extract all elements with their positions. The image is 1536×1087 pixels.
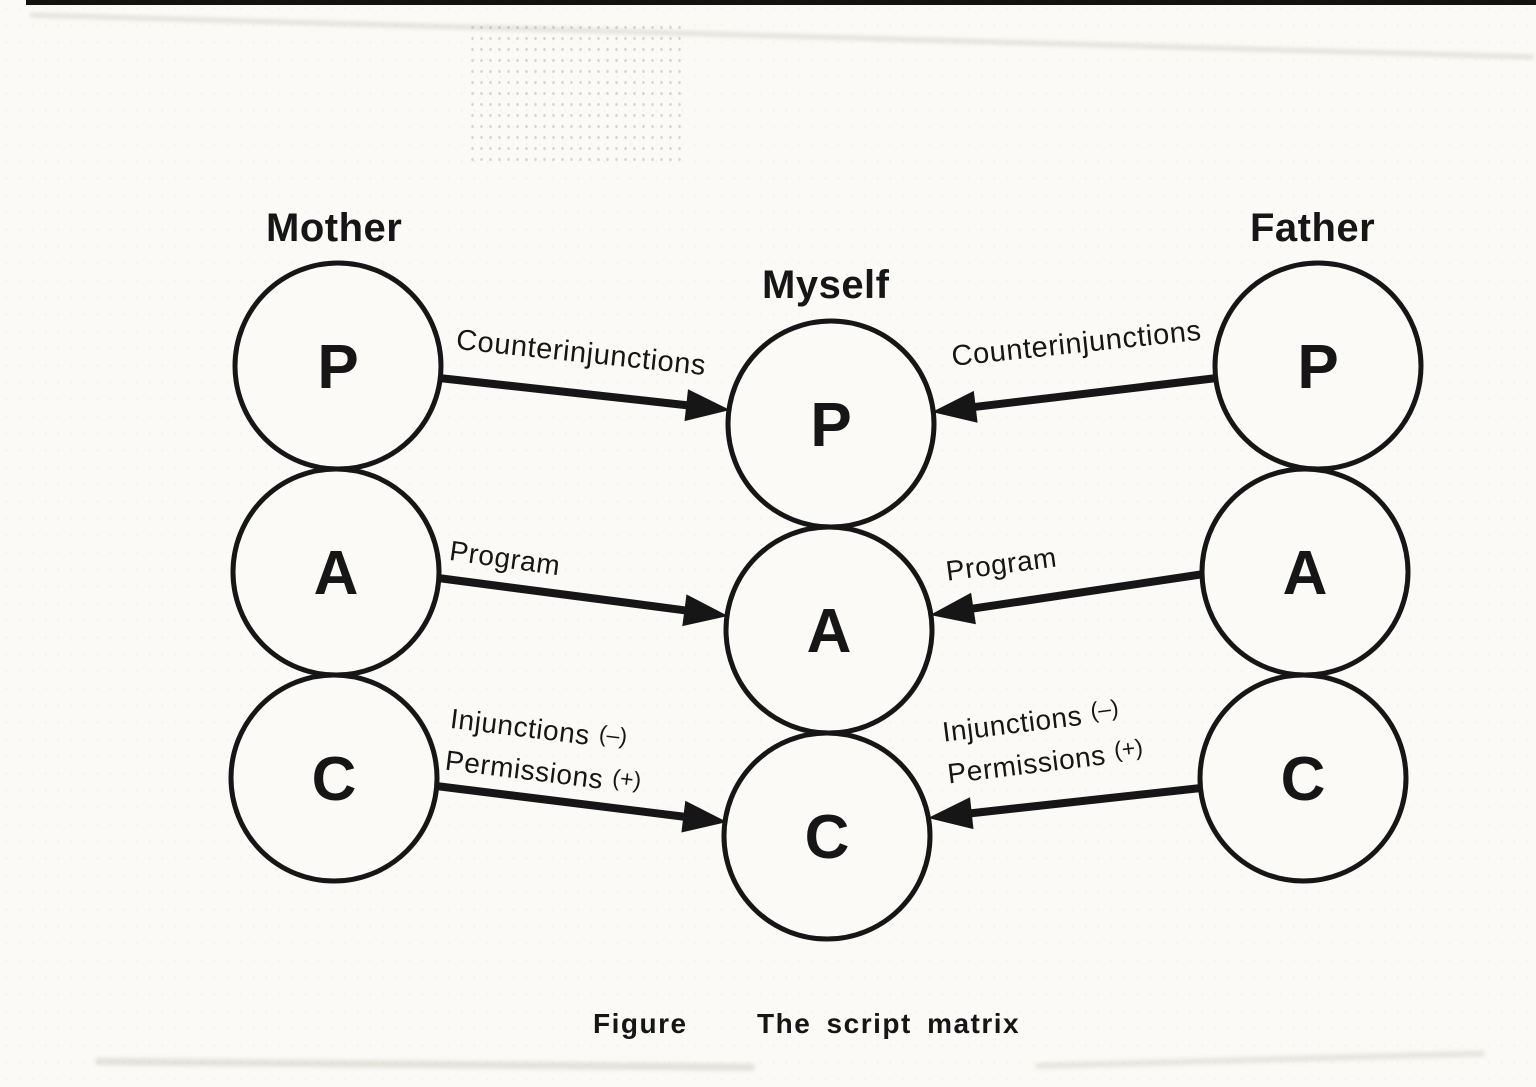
arrow-mother-parent-to-myself-parent <box>438 374 730 422</box>
arrow-father-parent-to-myself-parent <box>932 374 1218 423</box>
injunctions-sign: (–) <box>597 720 629 750</box>
father-column-label: Father <box>1250 206 1376 250</box>
figure-caption-title: The script matrix <box>757 1008 1021 1039</box>
father-adult-letter: A <box>1283 539 1328 608</box>
arrow-father-adult-to-myself-adult <box>930 570 1205 625</box>
arrow-mother-adult-to-myself-adult <box>437 574 728 627</box>
myself-adult-letter: A <box>807 597 852 666</box>
myself-column-label: Myself <box>762 263 890 307</box>
myself-child-letter: C <box>805 803 850 872</box>
myself-parent-letter: P <box>810 391 851 460</box>
mother-column-label: Mother <box>266 206 403 250</box>
arrow-mother-child-to-myself-child <box>435 782 727 833</box>
mother-child-circle <box>228 672 440 884</box>
scan-edge-bar <box>26 0 1536 5</box>
permissions-sign: (+) <box>611 764 643 794</box>
mother-adult-letter: A <box>314 539 359 608</box>
mother-child-letter: C <box>312 745 357 814</box>
injunctions-sign: (–) <box>1088 694 1120 724</box>
permissions-sign: (+) <box>1112 733 1145 763</box>
figure-caption-prefix: Figure <box>593 1008 688 1039</box>
mother-parent-letter: P <box>317 333 358 402</box>
father-child-letter: C <box>1281 745 1326 814</box>
myself-child-circle <box>721 730 933 942</box>
father-parent-letter: P <box>1297 333 1338 402</box>
arrow-father-child-to-myself-child <box>928 784 1202 830</box>
figure-caption: Figure The script matrix <box>0 1008 1536 1048</box>
father-child-circle <box>1197 672 1409 884</box>
